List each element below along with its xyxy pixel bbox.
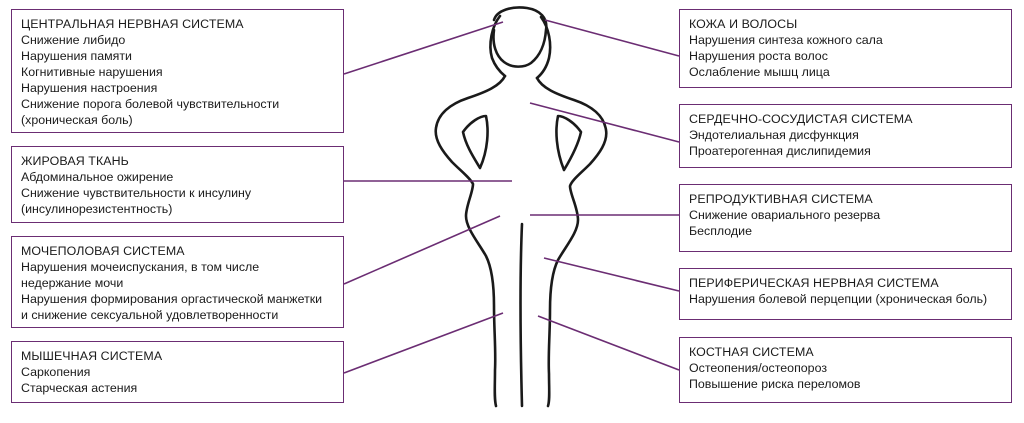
connector-muscle <box>343 312 504 374</box>
box-line: Саркопения <box>21 365 91 379</box>
box-line: (хроническая боль) <box>21 113 133 127</box>
box-line: Снижение овариального резерва <box>689 208 881 222</box>
connector-cardio <box>529 102 680 143</box>
hair-right-outline <box>535 15 552 80</box>
connector-urogenital <box>343 215 501 285</box>
box-title: КОЖА И ВОЛОСЫ <box>689 17 798 31</box>
box-title: ЖИРОВАЯ ТКАНЬ <box>21 154 129 168</box>
box-adipose-tissue: ЖИРОВАЯ ТКАНЬ Абдоминальное ожирение Сни… <box>11 146 344 223</box>
box-title: ПЕРИФЕРИЧЕСКАЯ НЕРВНАЯ СИСТЕМА <box>689 276 939 290</box>
box-line: Снижение порога болевой чувствительности <box>21 97 280 111</box>
body-left-outline <box>434 74 507 408</box>
box-line: Старческая астения <box>21 381 138 395</box>
box-line: Нарушения памяти <box>21 49 132 63</box>
box-line: Нарушения роста волос <box>689 49 828 63</box>
box-title: ЦЕНТРАЛЬНАЯ НЕРВНАЯ СИСТЕМА <box>21 17 244 31</box>
box-title: РЕПРОДУКТИВНАЯ СИСТЕМА <box>689 192 873 206</box>
box-cardiovascular-system: СЕРДЕЧНО-СОСУДИСТАЯ СИСТЕМА Эндотелиальн… <box>679 104 1012 168</box>
box-title: МОЧЕПОЛОВАЯ СИСТЕМА <box>21 244 185 258</box>
box-line: Нарушения мочеиспускания, в том числе <box>21 260 260 274</box>
box-line: Нарушения настроения <box>21 81 158 95</box>
box-title: КОСТНАЯ СИСТЕМА <box>689 345 814 359</box>
box-line: Нарушения болевой перцепции (хроническая… <box>689 292 988 306</box>
box-line: Снижение чувствительности к инсулину <box>21 186 252 200</box>
hair-left-outline <box>489 14 507 78</box>
box-line: Остеопения/остеопороз <box>689 361 827 375</box>
box-line: Повышение риска переломов <box>689 377 861 391</box>
box-line: (инсулинорезистентность) <box>21 202 173 216</box>
box-peripheral-nervous-system: ПЕРИФЕРИЧЕСКАЯ НЕРВНАЯ СИСТЕМА Нарушения… <box>679 268 1012 320</box>
box-urogenital-system: МОЧЕПОЛОВАЯ СИСТЕМА Нарушения мочеиспуск… <box>11 236 344 328</box>
connector-cns <box>343 21 504 75</box>
box-line: Нарушения синтеза кожного сала <box>689 33 883 47</box>
left-arm-inner-outline <box>461 114 489 170</box>
connector-bone <box>537 315 680 371</box>
box-line: Проатерогенная дислипидемия <box>689 144 871 158</box>
box-reproductive-system: РЕПРОДУКТИВНАЯ СИСТЕМА Снижение овариаль… <box>679 184 1012 252</box>
box-line: недержание мочи <box>21 276 124 290</box>
leg-separation-outline <box>519 222 524 408</box>
connector-pns <box>543 257 680 292</box>
box-muscular-system: МЫШЕЧНАЯ СИСТЕМА Саркопения Старческая а… <box>11 341 344 403</box>
box-title: СЕРДЕЧНО-СОСУДИСТАЯ СИСТЕМА <box>689 112 913 126</box>
head-outline <box>492 6 548 68</box>
box-line: Бесплодие <box>689 224 752 238</box>
box-skeletal-system: КОСТНАЯ СИСТЕМА Остеопения/остеопороз По… <box>679 337 1012 403</box>
box-central-nervous-system: ЦЕНТРАЛЬНАЯ НЕРВНАЯ СИСТЕМА Снижение либ… <box>11 9 344 133</box>
box-line: Ослабление мышц лица <box>689 65 830 79</box>
box-line: Когнитивные нарушения <box>21 65 163 79</box>
box-line: Абдоминальное ожирение <box>21 170 174 184</box>
box-title: МЫШЕЧНАЯ СИСТЕМА <box>21 349 163 363</box>
body-right-outline <box>535 76 608 408</box>
box-line: Нарушения формирования оргастической ман… <box>21 292 323 306</box>
box-skin-and-hair: КОЖА И ВОЛОСЫ Нарушения синтеза кожного … <box>679 9 1012 88</box>
right-arm-inner-outline <box>555 114 583 172</box>
box-line: Эндотелиальная дисфункция <box>689 128 859 142</box>
box-line: Снижение либидо <box>21 33 126 47</box>
connector-skin <box>544 19 680 57</box>
box-line: и снижение сексуальной удовлетворенности <box>21 308 279 322</box>
